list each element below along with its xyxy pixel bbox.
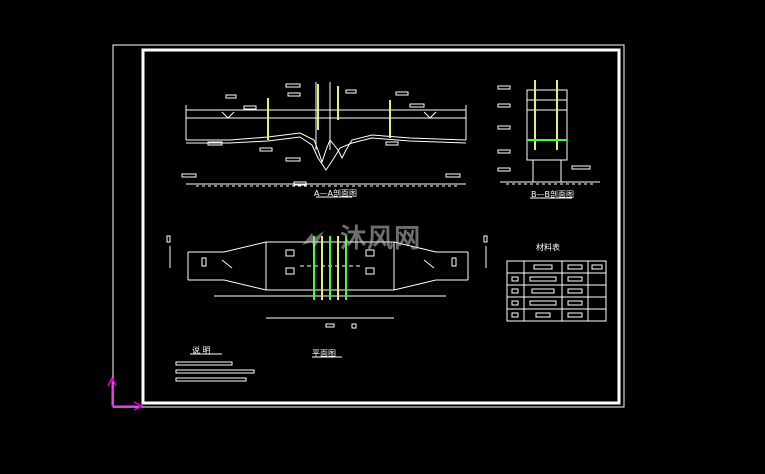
section-a-yellow-members (267, 84, 391, 140)
material-table-grid (506, 260, 607, 322)
sheet-outer-border (112, 44, 625, 408)
watermark-text: 沐风网 (340, 224, 422, 254)
section-a-drawing (181, 82, 467, 187)
section-b-drawing (497, 85, 600, 185)
section-b-title: B—B剖面图 (531, 190, 574, 199)
section-b-members (527, 80, 567, 150)
ucs-axis-icon (107, 376, 144, 411)
material-table-title: 材料表 (536, 243, 560, 252)
plan-title: 平面图 (312, 349, 336, 358)
notes-block (175, 353, 255, 382)
mufeng-logo-icon (302, 230, 324, 249)
section-a-title: A—A剖面图 (314, 189, 357, 198)
sheet-inner-border (141, 48, 621, 405)
notes-title: 说 明 (192, 346, 211, 355)
watermark: 沐风网 (300, 218, 421, 255)
